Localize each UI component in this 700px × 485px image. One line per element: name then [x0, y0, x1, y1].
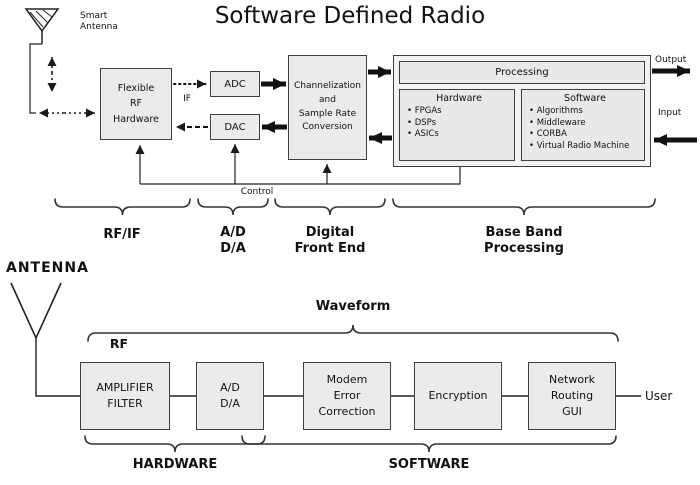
hardware-listbox: Hardware • FPGAs• DSPs• ASICs — [399, 89, 515, 161]
encryption-box: Encryption — [414, 362, 502, 430]
bottom-braces — [84, 324, 619, 453]
group-label-ad-da: A/D D/A — [220, 225, 246, 256]
dac-box: DAC — [210, 114, 260, 140]
software-listbox: Software • Algorithms• Middleware• CORBA… — [521, 89, 645, 161]
top-braces — [54, 198, 656, 216]
output-label: Output — [655, 55, 687, 65]
ad-da-box: A/D D/A — [196, 362, 264, 430]
antenna-label: ANTENNA — [6, 260, 89, 276]
processing-bar: Processing — [399, 61, 645, 84]
waveform-label: Waveform — [315, 299, 391, 314]
brace-digital-front-end — [274, 198, 386, 216]
group-label-digital-front-end: Digital Front End — [294, 225, 366, 256]
brace-base-band — [392, 198, 656, 216]
channelization-box: Channelization and Sample Rate Conversio… — [288, 55, 367, 160]
software-group-label: SOFTWARE — [388, 457, 470, 472]
hardware-group-label: HARDWARE — [132, 457, 218, 472]
software-list-items: • Algorithms• Middleware• CORBA• Virtual… — [529, 106, 630, 151]
signal-arrows — [261, 65, 697, 146]
hardware-list-items: • FPGAs• DSPs• ASICs — [407, 106, 442, 139]
control-lines — [135, 144, 461, 185]
user-label: User — [645, 389, 673, 403]
bottom-antenna-icon — [10, 282, 80, 397]
brace-rf-if — [54, 198, 191, 216]
rf-label: RF — [109, 336, 129, 351]
rf-converter-arrows — [173, 79, 208, 132]
brace-software — [241, 435, 617, 453]
brace-ad-da — [197, 198, 269, 216]
hardware-list-title: Hardware — [436, 93, 482, 104]
if-label: IF — [183, 94, 191, 104]
smart-antenna-label: Smart Antenna — [80, 11, 118, 32]
group-label-rf-if: RF/IF — [103, 227, 141, 242]
amplifier-filter-box: AMPLIFIER FILTER — [80, 362, 170, 430]
software-list-title: Software — [564, 93, 606, 104]
modem-error-correction-box: Modem Error Correction — [303, 362, 391, 430]
brace-hardware — [84, 435, 266, 453]
network-routing-gui-box: Network Routing GUI — [528, 362, 616, 430]
smart-antenna-icon — [24, 8, 60, 114]
input-label: Input — [658, 108, 682, 118]
group-label-base-band-processing: Base Band Processing — [484, 225, 564, 256]
brace-waveform — [87, 324, 619, 342]
adc-box: ADC — [210, 71, 260, 97]
antenna-rf-link-arrows — [39, 57, 95, 118]
page-title: Software Defined Radio — [214, 3, 486, 29]
flexible-rf-hardware-box: Flexible RF Hardware — [100, 68, 172, 140]
control-label: Control — [240, 187, 274, 197]
